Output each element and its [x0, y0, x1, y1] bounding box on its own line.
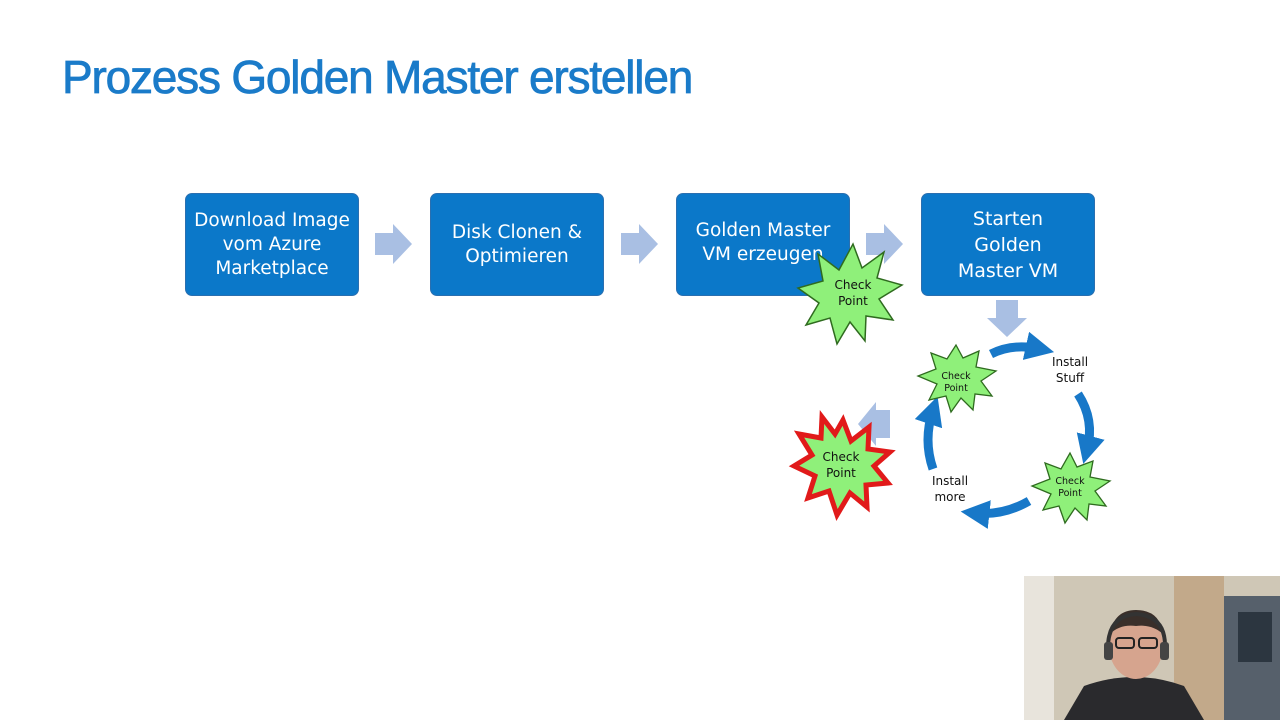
checkpoint-1-line1: Check [835, 278, 872, 292]
step-label: Golden Master VM erzeugen [695, 219, 831, 265]
checkpoint-2-line2: Point [944, 383, 968, 394]
cycle-arrow-bottom [960, 497, 1032, 529]
slide-title: Prozess Golden Master erstellen [62, 51, 694, 104]
flow-arrow-3 [866, 224, 903, 264]
checkpoint-star-3 [1030, 451, 1112, 525]
webcam-image [1024, 576, 1280, 720]
install-stuff-line2: Stuff [1056, 371, 1085, 385]
install-more-line1: Install [932, 474, 968, 488]
step-starten-vm: Starten Golden Master VM [921, 193, 1095, 296]
checkpoint-final-line1: Check [823, 450, 860, 464]
checkpoint-star-2 [916, 343, 998, 414]
step-disk-clonen: Disk Clonen & Optimieren [430, 193, 604, 296]
cycle-arrow-left [914, 396, 943, 471]
step-golden-master-vm: Golden Master VM erzeugen [676, 193, 850, 296]
cycle-arrow-right [1074, 391, 1105, 464]
step-label: Starten Golden Master VM [957, 207, 1059, 282]
checkpoint-star-1 [796, 242, 904, 346]
step-download-image: Download Image vom Azure Marketplace [185, 193, 359, 296]
install-more-line2: more [934, 490, 965, 504]
flow-arrow-left [858, 402, 890, 446]
checkpoint-2-line1: Check [941, 371, 971, 382]
flow-arrow-down [987, 300, 1027, 337]
checkpoint-3-line1: Check [1055, 476, 1085, 487]
step-label: Download Image vom Azure Marketplace [194, 209, 350, 279]
step-label: Disk Clonen & Optimieren [451, 221, 583, 267]
webcam-overlay [1024, 576, 1280, 720]
checkpoint-3-line2: Point [1058, 488, 1082, 499]
cycle-arrow-top [988, 331, 1055, 360]
checkpoint-final-line2: Point [826, 466, 856, 480]
install-stuff-line1: Install [1052, 355, 1088, 369]
flow-arrow-2 [621, 224, 658, 264]
flow-arrow-1 [375, 224, 412, 264]
checkpoint-star-final [788, 410, 896, 521]
checkpoint-1-line2: Point [838, 294, 868, 308]
